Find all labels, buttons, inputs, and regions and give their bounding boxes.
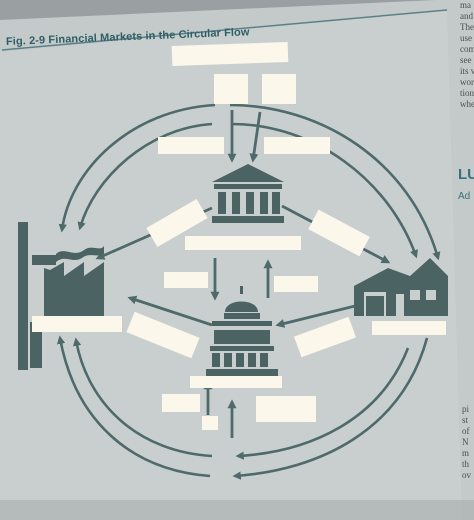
margin-text-line: ov [462,470,471,480]
flow-arrow-inner-top-left [77,122,213,231]
section-heading: LU [458,166,474,183]
label-box-households[interactable] [372,321,446,335]
margin-text-line: th [462,459,470,469]
heading-rule [1,9,448,51]
margin-text-line: whe [460,99,474,109]
label-box-bottom-right[interactable] [256,396,316,422]
margin-text-line: of [462,426,470,436]
margin-text-line: pi [462,404,470,414]
margin-text-line: wor [460,77,474,87]
flow-arrow-outer-top-right [229,103,441,261]
margin-text-line: ma [460,0,471,10]
flow-arrow-inner-top-right [231,122,418,259]
margin-text-line: its v [460,66,474,76]
label-box-firms[interactable] [32,316,122,332]
margin-text-line: com [460,44,474,54]
label-box-top-left[interactable] [214,74,248,104]
label-box-bank-right[interactable] [264,137,330,154]
factory-icon [18,222,104,370]
flow-arrow-outer-top-left [58,103,216,233]
circular-flow-rings [56,103,441,480]
label-box-bank-to-government[interactable] [164,272,208,288]
label-box-bank-left[interactable] [158,137,224,154]
arrow-households-to-government [275,304,356,328]
flow-arrow-inner-bottom-left [72,337,213,458]
margin-text-top: ma and The use com see its v wor tion wh… [460,0,474,110]
label-box-under-government[interactable] [190,376,282,388]
label-box-top-right[interactable] [262,74,296,104]
margin-text-line: The [460,22,474,32]
arrow-government-to-firms [127,295,213,327]
factory-wall-bar [18,222,28,370]
house-icon [354,258,448,316]
label-box-bottom-left[interactable] [162,394,200,412]
label-box-bottom-small[interactable] [202,416,218,430]
margin-text-line: see [460,55,472,65]
label-box-government-to-bank[interactable] [274,276,318,292]
margin-text-line: tion [460,88,474,98]
label-box-top-title[interactable] [171,41,289,67]
margin-text-line: and [460,11,473,21]
arrow-into-bank-right [249,111,262,163]
flow-arrow-outer-bottom-right [232,337,429,480]
flow-arrow-inner-bottom-right [235,347,410,460]
margin-text-line: st [462,415,469,425]
margin-text-line: use [460,33,472,43]
margin-text-line: N [462,437,469,447]
section-subheading: Ad [458,191,471,202]
label-box-under-bank[interactable] [185,236,301,250]
margin-text-bottom: pi st of N m th ov [462,404,471,481]
margin-text-line: m [462,448,470,458]
flow-arrow-outer-bottom-left [56,335,211,478]
bank-icon [212,164,284,223]
capitol-building-icon [206,286,278,377]
